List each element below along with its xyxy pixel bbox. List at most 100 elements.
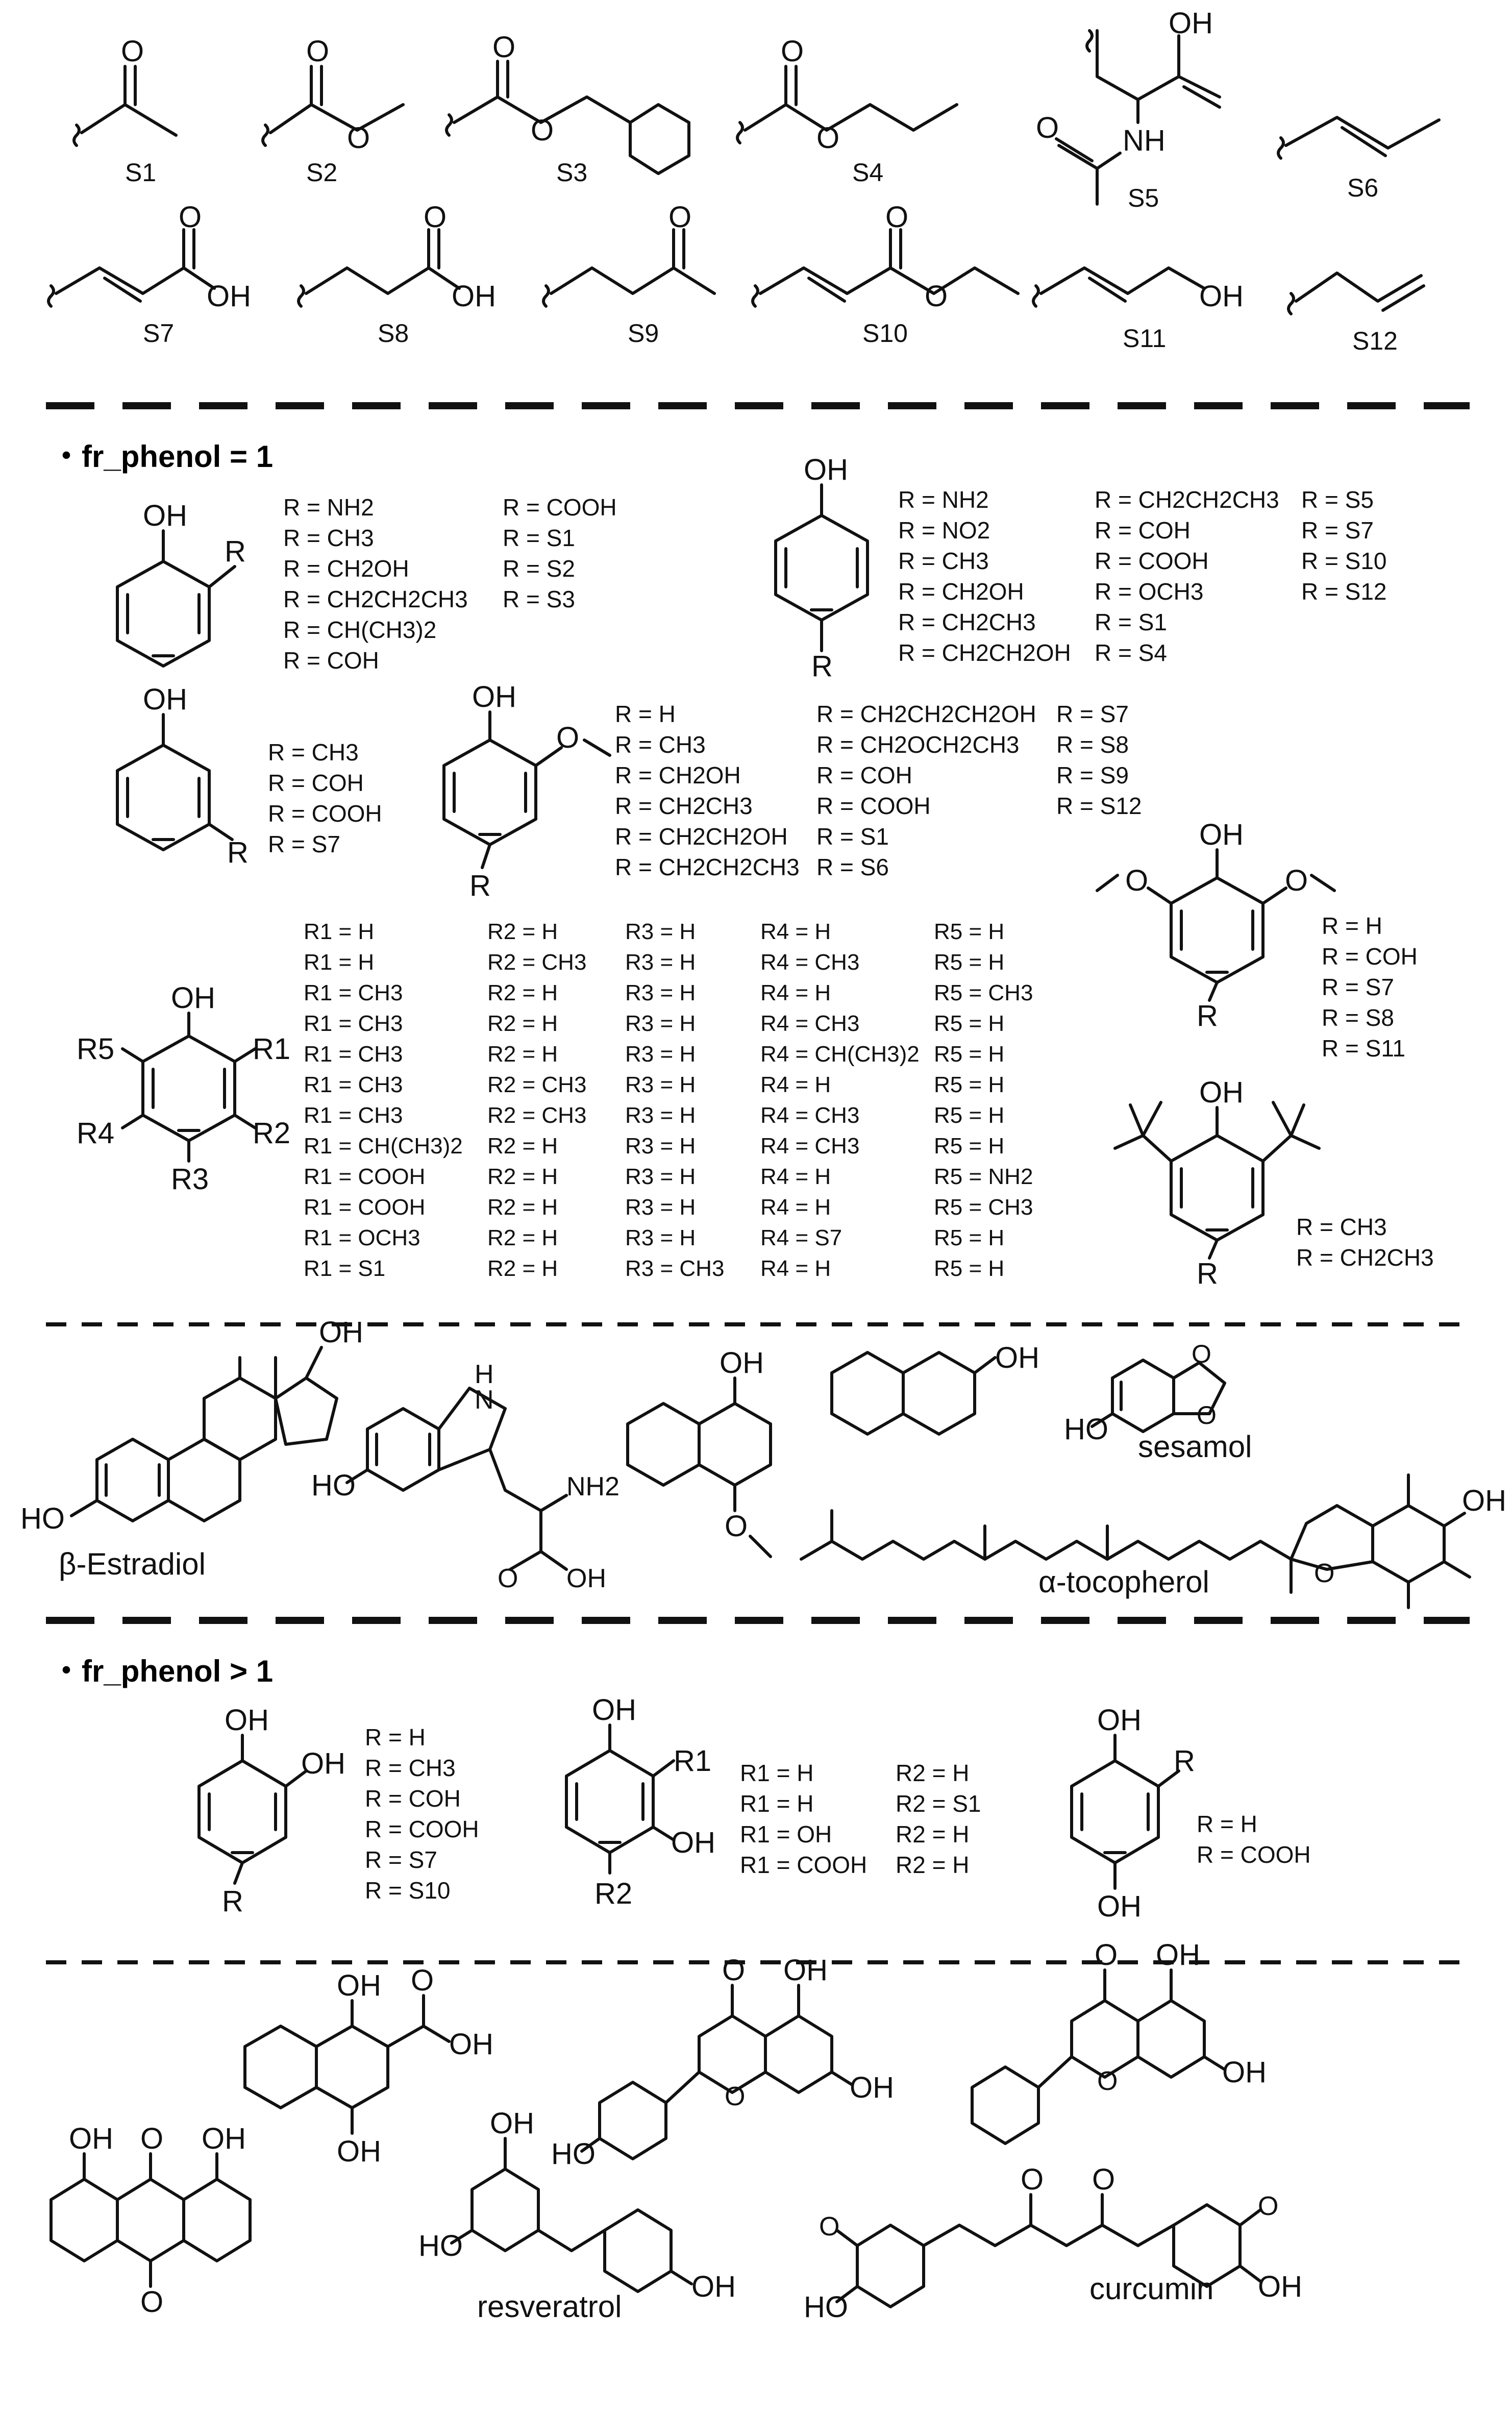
indole-n: N <box>475 1385 494 1415</box>
substituent-s12: S12 <box>1287 272 1425 355</box>
s2-label: S2 <box>306 158 337 187</box>
multi-r2-item: R2 = H <box>487 1134 558 1159</box>
indole-nh: H <box>475 1360 494 1389</box>
multi-r3-item: R3 = H <box>625 950 696 975</box>
substituent-s6: S6 <box>1277 116 1441 202</box>
multi-r2-item: R2 = CH3 <box>487 1072 586 1097</box>
ortho-r-item: R = S1 <box>503 525 575 551</box>
tbutyl-oh: OH <box>1199 1076 1244 1109</box>
s11-oh: OH <box>1199 280 1244 313</box>
guaiacol-r-item: R = CH2CH2CH3 <box>615 854 800 880</box>
multi-r3-item: R3 = H <box>625 919 696 944</box>
multi-r5-item: R5 = H <box>934 950 1004 975</box>
svg-text:O: O <box>140 2122 163 2155</box>
s8-label: S8 <box>378 319 409 348</box>
guaiacol-r-item: R = CH3 <box>615 731 706 758</box>
syringol-r-list: R = H R = COH R = S7 R = S8 R = S11 <box>1322 913 1418 1062</box>
section-title-fr-phenol-gt-1: ・fr_phenol > 1 <box>51 1654 273 1688</box>
catechol-r-item: R = COH <box>365 1785 461 1812</box>
syringol-r: R <box>1197 999 1218 1032</box>
pyrogallol-r-item: R1 = H <box>740 1790 813 1817</box>
pyrogallol-oh-1: OH <box>592 1693 636 1727</box>
svg-text:O: O <box>1192 1340 1211 1368</box>
para-r-item: R = CH3 <box>898 548 989 574</box>
substituent-s7: O OH S7 <box>47 201 251 348</box>
multi-r1-item: R1 = CH3 <box>304 1072 403 1097</box>
pyrogallol-oh-2: OH <box>671 1826 715 1859</box>
svg-text:O: O <box>306 35 329 68</box>
para-r-item: R = NO2 <box>898 517 990 544</box>
svg-text:O: O <box>1092 2163 1115 2196</box>
hydroquinone-structure: OH R OH <box>1070 1704 1195 1923</box>
hydroquinone-r-item: R = COOH <box>1197 1841 1311 1868</box>
naringenin-structure: O OH OH O HO <box>551 1954 894 2171</box>
multi-r2-item: R2 = CH3 <box>487 1103 586 1128</box>
polysubstituted-phenol-structure: OH R1 R2 R3 R4 R5 <box>77 981 290 1196</box>
multi-r4-item: R4 = H <box>760 1256 831 1281</box>
svg-text:O: O <box>1095 1938 1118 1972</box>
syringol-r-item: R = S11 <box>1322 1035 1405 1062</box>
dhna-oh-2: OH <box>337 2135 381 2168</box>
htp-ho: HO <box>311 1469 356 1502</box>
resveratrol-structure: OH HO OH resveratrol <box>418 2107 736 2324</box>
s10-o: O <box>925 280 948 313</box>
catechol-structure: OH OH R <box>197 1704 345 1918</box>
para-r-item: R = COH <box>1095 517 1191 544</box>
multi-r2-item: R2 = H <box>487 919 558 944</box>
dhna-oh-1: OH <box>337 1969 381 2002</box>
multi-r4-item: R4 = H <box>760 1195 831 1220</box>
chrysin-oh-1: OH <box>1156 1938 1200 1972</box>
s12-label: S12 <box>1352 327 1398 355</box>
multi-r5-item: R5 = CH3 <box>934 980 1033 1005</box>
multi-r1-item: R1 = COOH <box>304 1164 425 1189</box>
substituent-s1: O S1 <box>72 35 178 187</box>
tocopherol-structure: O OH α-tocopherol <box>800 1473 1506 1609</box>
meta-r-item: R = COH <box>268 770 364 796</box>
guaiacol-r-item: R = CH2CH2CH2OH <box>816 701 1036 727</box>
svg-text:O: O <box>1197 1401 1217 1430</box>
meta-r-item: R = S7 <box>268 831 340 857</box>
multi-r4-item: R4 = H <box>760 1164 831 1189</box>
multi-r2-item: R2 = CH3 <box>487 950 586 975</box>
multi-oh: OH <box>171 981 215 1015</box>
ortho-r-item: R = CH2OH <box>283 555 409 582</box>
multi-r5-item: R5 = H <box>934 1072 1004 1097</box>
syringol-structure: OH O O R <box>1096 818 1336 1032</box>
svg-text:O: O <box>498 1564 518 1593</box>
multi-r1: R1 <box>253 1032 290 1066</box>
s6-label: S6 <box>1347 174 1378 202</box>
ortho-r-item: R = COH <box>283 647 379 674</box>
para-r-item: R = S10 <box>1301 548 1387 574</box>
multi-r3-item: R3 = H <box>625 1225 696 1250</box>
dihydroxynaphthoic-acid-structure: OH OH O OH <box>243 1964 493 2168</box>
syringol-r-item: R = S7 <box>1322 974 1394 1000</box>
para-r-item: R = S5 <box>1301 486 1374 513</box>
catechol-r-item: R = CH3 <box>365 1755 456 1781</box>
svg-text:O: O <box>556 721 579 754</box>
s7-label: S7 <box>143 319 174 348</box>
pyrogallol-r-item: R1 = COOH <box>740 1852 867 1878</box>
ortho-r: R <box>225 535 246 568</box>
multi-r3-item: R3 = H <box>625 1134 696 1159</box>
substituent-s5: OH NH O S5 <box>1036 7 1221 212</box>
catechol-r-list: R = H R = CH3 R = COH R = COOH R = S7 R … <box>365 1724 479 1904</box>
para-oh: OH <box>804 453 848 486</box>
multi-r5-item: R5 = H <box>934 1134 1004 1159</box>
methoxy-naphthol-structure: OH O <box>626 1346 772 1558</box>
pyrogallol-r-item: R2 = S1 <box>896 1790 981 1817</box>
multi-r1-item: R1 = S1 <box>304 1256 385 1281</box>
di-tert-butyl-phenol-r-list: R = CH3 R = CH2CH3 <box>1296 1214 1434 1271</box>
para-phenol-r-list: R = NH2 R = NO2 R = CH3 R = CH2OH R = CH… <box>898 486 1387 666</box>
meta-oh: OH <box>143 683 187 716</box>
svg-text:O: O <box>1125 864 1148 897</box>
multi-r4-item: R4 = CH(CH3)2 <box>760 1042 920 1067</box>
multi-r1-item: R1 = COOH <box>304 1195 425 1220</box>
chrysin-oh-2: OH <box>1222 2056 1267 2089</box>
hydroquinone-r: R <box>1174 1744 1195 1778</box>
s5-nh: NH <box>1123 124 1166 157</box>
multi-r5-item: R5 = H <box>934 1042 1004 1067</box>
multi-r2-item: R2 = H <box>487 1011 558 1036</box>
ortho-oh: OH <box>143 499 187 532</box>
guaiacol-r-item: R = S7 <box>1056 701 1129 727</box>
para-r-item: R = CH2CH3 <box>898 609 1036 635</box>
